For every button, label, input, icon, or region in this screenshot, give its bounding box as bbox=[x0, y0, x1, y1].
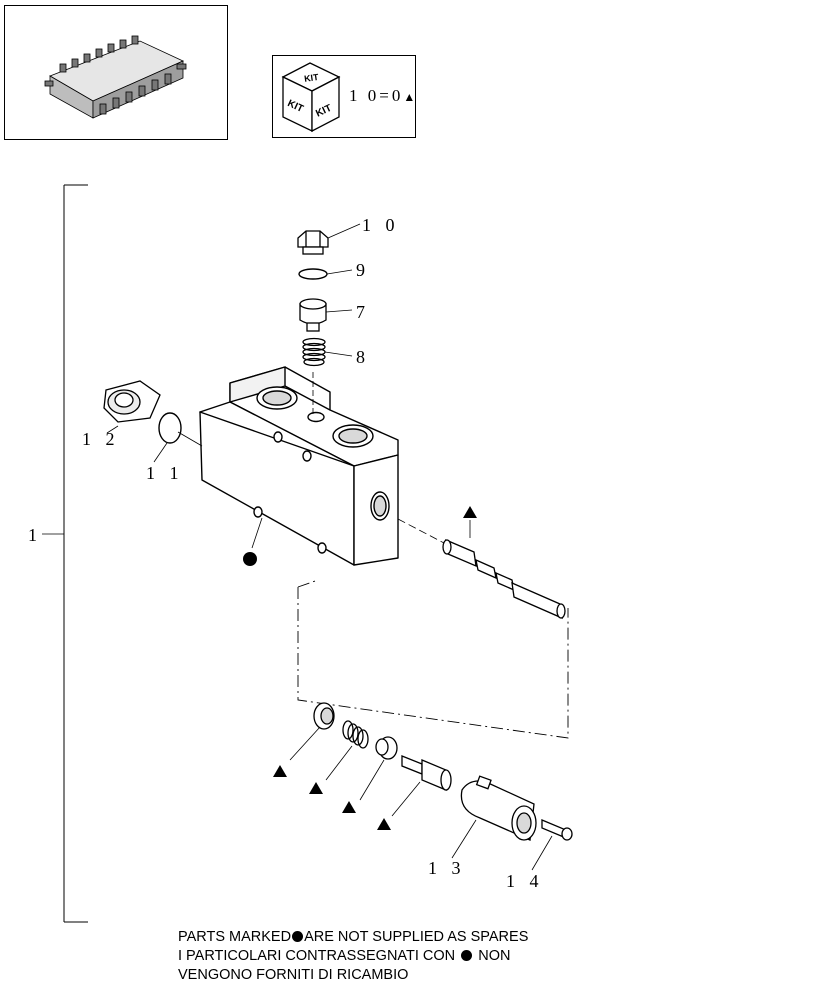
kit-cube-icon: KIT KIT KIT bbox=[281, 62, 341, 133]
footer-line-1: PARTS MARKED ARE NOT SUPPLIED AS SPARES bbox=[178, 928, 528, 947]
valve-body bbox=[199, 366, 399, 566]
footer-note: PARTS MARKED ARE NOT SUPPLIED AS SPARES I… bbox=[178, 928, 528, 985]
o-ring-part-11 bbox=[158, 412, 182, 444]
plug-part-10 bbox=[297, 230, 329, 255]
footer-line-1-a: PARTS MARKED bbox=[178, 929, 292, 945]
triangle-marker-icon bbox=[273, 765, 287, 777]
triangle-marker-icon bbox=[377, 818, 391, 830]
kit-legend-label: 1 0=0▲ bbox=[349, 86, 415, 106]
o-ring-part-9 bbox=[298, 268, 328, 280]
valve-bank-thumbnail-image bbox=[44, 35, 187, 119]
callout-10: 1 0 bbox=[362, 215, 400, 235]
leader-lines bbox=[106, 223, 553, 871]
callout-11: 1 1 bbox=[146, 463, 184, 483]
footer-line-2-b: NON bbox=[478, 948, 511, 964]
footer-line-2: I PARTICOLARI CONTRASSEGNATI CON NON bbox=[178, 947, 528, 966]
kit-cube-top: KIT bbox=[304, 72, 320, 84]
callout-14: 1 4 bbox=[506, 871, 544, 891]
callout-13: 1 3 bbox=[428, 858, 466, 878]
triangle-marker-icon: ▲ bbox=[403, 90, 416, 104]
kit-legend: KIT KIT KIT 1 0=0▲ bbox=[272, 55, 416, 138]
kit-triangle-markers bbox=[273, 506, 477, 830]
dot-marker-icon bbox=[461, 950, 473, 961]
callout-8: 8 bbox=[356, 347, 370, 367]
assembly-bracket bbox=[42, 184, 88, 923]
triangle-marker-icon bbox=[463, 506, 477, 518]
relief-spring bbox=[342, 720, 369, 749]
footer-line-2-a: I PARTICOLARI CONTRASSEGNATI CON bbox=[178, 948, 456, 964]
spool bbox=[397, 518, 566, 620]
poppet bbox=[375, 736, 398, 760]
footer-line-1-b: ARE NOT SUPPLIED AS SPARES bbox=[304, 929, 529, 945]
callout-9: 9 bbox=[356, 260, 370, 280]
callout-assembly: 1 bbox=[28, 525, 42, 545]
not-supplied-dot-marker bbox=[243, 552, 257, 566]
callout-7: 7 bbox=[356, 302, 370, 322]
seat-washer bbox=[313, 702, 335, 730]
alignment-centerline bbox=[297, 579, 569, 739]
triangle-marker-icon bbox=[309, 782, 323, 794]
cap-part-7 bbox=[299, 298, 327, 332]
triangle-marker-icon bbox=[342, 801, 356, 813]
callout-12: 1 2 bbox=[82, 429, 120, 449]
spring-part-8 bbox=[302, 337, 326, 367]
footer-line-3: VENGONO FORNITI DI RICAMBIO bbox=[178, 967, 409, 983]
relief-body-part-13 bbox=[460, 775, 537, 841]
adjusting-screw bbox=[401, 755, 452, 791]
flange-part-12 bbox=[103, 380, 161, 423]
screw-part-14 bbox=[541, 819, 573, 841]
assembly-thumbnail bbox=[4, 5, 228, 140]
kit-legend-text: 1 0=0 bbox=[349, 86, 404, 105]
dot-marker-icon bbox=[292, 931, 304, 942]
